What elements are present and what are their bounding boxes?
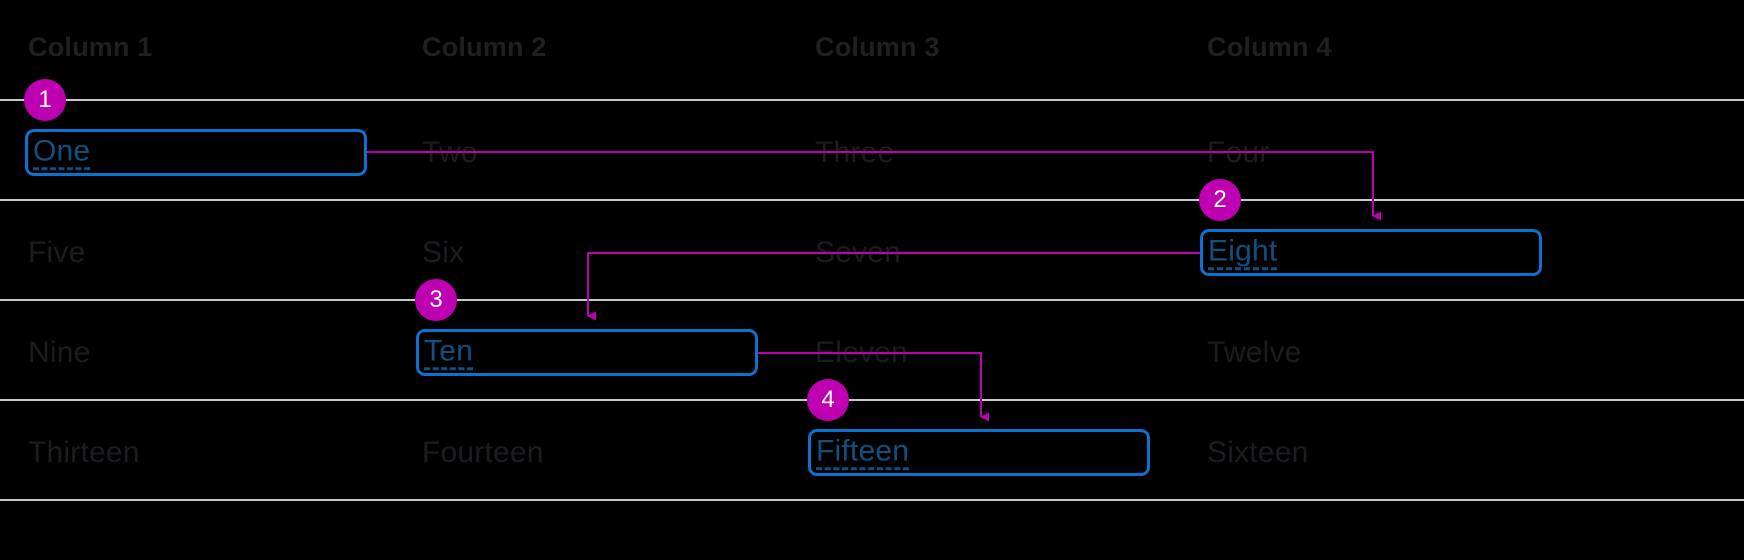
- cell-r3c4[interactable]: Twelve: [1207, 336, 1302, 369]
- cell-r1c2[interactable]: Two: [422, 136, 478, 169]
- cell-r2c2[interactable]: Six: [422, 236, 465, 269]
- cell-r2c1[interactable]: Five: [28, 236, 86, 269]
- cell-r1c3[interactable]: Three: [815, 136, 895, 169]
- focused-cell-eight-label: Eight: [1208, 235, 1278, 271]
- focused-cell-one-label: One: [33, 135, 91, 171]
- cell-r4c2[interactable]: Fourteen: [422, 436, 544, 469]
- cell-r1c4[interactable]: Four: [1207, 136, 1270, 169]
- order-badge-1: 1: [24, 79, 66, 121]
- cell-r4c4[interactable]: Sixteen: [1207, 436, 1309, 469]
- order-badge-3: 3: [415, 279, 457, 321]
- row-divider-4: [0, 399, 1744, 401]
- column-header-3: Column 3: [815, 32, 940, 62]
- cell-r3c1[interactable]: Nine: [28, 336, 91, 369]
- focused-cell-one[interactable]: One: [25, 129, 367, 176]
- focused-cell-eight[interactable]: Eight: [1200, 229, 1542, 276]
- focused-cell-fifteen-label: Fifteen: [816, 435, 910, 471]
- order-badge-4: 4: [807, 379, 849, 421]
- column-header-4: Column 4: [1207, 32, 1332, 62]
- row-divider-2: [0, 199, 1744, 201]
- cell-r3c3[interactable]: Eleven: [815, 336, 908, 369]
- column-header-1: Column 1: [28, 32, 153, 62]
- focused-cell-ten-label: Ten: [424, 335, 473, 371]
- row-divider-3: [0, 299, 1744, 301]
- row-divider-1: [0, 99, 1744, 101]
- focused-cell-ten[interactable]: Ten: [416, 329, 758, 376]
- order-badge-2: 2: [1199, 179, 1241, 221]
- focused-cell-fifteen[interactable]: Fifteen: [808, 429, 1150, 476]
- cell-r4c1[interactable]: Thirteen: [28, 436, 140, 469]
- column-header-2: Column 2: [422, 32, 547, 62]
- row-divider-5: [0, 499, 1744, 501]
- cell-r2c3[interactable]: Seven: [815, 236, 902, 269]
